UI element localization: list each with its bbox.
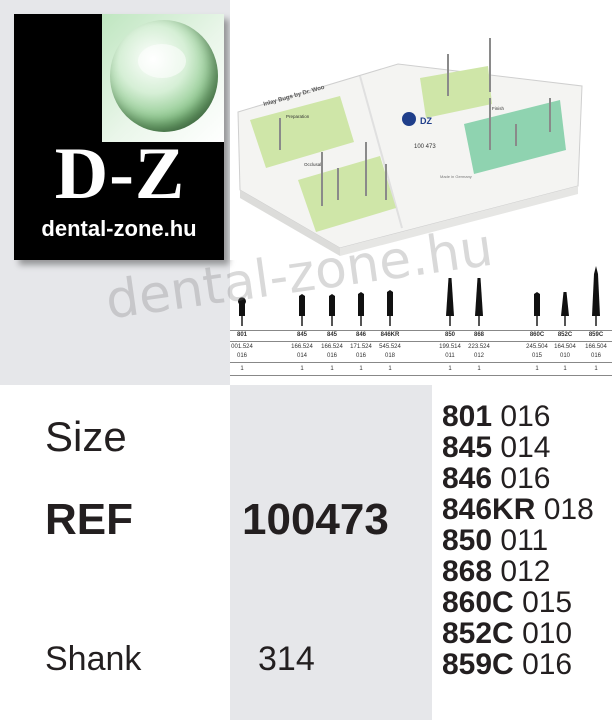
spec-cell-qty: 1 [594,366,598,372]
spec-cell-code: 868 [473,332,484,338]
size-list: 801 016 845 014 846 016 846KR 018 850 01… [442,401,594,680]
spec-cell-ref: 164.504 [554,344,576,350]
spec-cell-code: 845 [296,332,307,338]
spec-cell-code: 859C [588,332,604,338]
spec-cell-ref: 545.524 [379,344,401,350]
size-column: 801 016 845 014 846 016 846KR 018 850 01… [432,385,612,720]
table-rule [230,341,612,342]
label-column: Size REF Shank [0,385,230,720]
box-made-in: Made in Germany [440,174,472,179]
row-qty: 1 1 1 1 1 1 1 1 1 1 [230,365,612,375]
bur-silhouette-845 [299,294,305,326]
bur-silhouette-845 [329,294,335,326]
spec-cell-qty: 1 [477,366,481,372]
zone-label-finish: Finish [492,106,505,111]
size-item: 859C 016 [442,648,573,681]
shank-label: Shank [45,640,142,678]
bur-silhouette-868 [475,278,483,326]
spec-cell-ref: 199.514 [439,344,461,350]
box-brand: DZ [420,116,432,126]
size-item: 845 014 [442,431,551,464]
size-item: 801 016 [442,400,551,433]
bur-kit-illustration: Inlay Bugs by Dr. Woo DZ 100 473 Made in… [237,38,583,256]
logo-letters: D-Z [54,133,186,215]
spec-cell-ref: 223.524 [468,344,490,350]
size-item: 846 016 [442,462,551,495]
box-ref: 100 473 [414,144,436,150]
size-item: 846KR 018 [442,493,594,526]
spec-cell-qty: 1 [535,366,539,372]
bur-silhouette-846kr [387,290,393,326]
size-item: 852C 010 [442,617,573,650]
row-codes: 801 845 845 846 846KR 850 868 860C 852C 859C [230,331,612,341]
bur-silhouettes [238,266,600,326]
zone-label-preparation: Preparation [286,114,310,119]
spec-cell-ref: 001.524 [231,344,253,350]
spec-cell-qty: 1 [448,366,452,372]
spec-cell-code: 846 [355,332,366,338]
bur-silhouette-852c [561,292,569,326]
spec-cell-size: 010 [559,353,570,359]
bur-silhouette-846 [358,292,364,326]
spec-cell-code: 845 [326,332,337,338]
spec-cell-size: 018 [384,353,395,359]
size-item: 860C 015 [442,586,573,619]
size-item: 850 011 [442,524,549,557]
spec-cell-size: 015 [531,353,542,359]
spec-cell-qty: 1 [240,366,244,372]
value-column: 100473 314 [230,385,432,720]
brand-mark-icon [402,112,416,126]
logo-domain: dental-zone.hu [41,216,197,241]
spec-cell-code: 846KR [380,332,400,338]
bur-silhouette-850 [446,278,454,326]
bur-silhouette-801 [238,297,246,326]
shank-value: 314 [258,640,315,678]
spec-cell-size: 016 [236,353,247,359]
ref-label: REF [45,495,133,544]
bur-silhouette-860c [534,292,540,326]
table-rule [230,375,612,376]
spec-cell-qty: 1 [388,366,392,372]
table-rule [230,362,612,363]
dz-logo: D-Z dental-zone.hu [14,14,224,260]
spec-cell-code: 850 [444,332,455,338]
bur-strip: 801 845 845 846 846KR 850 868 860C 852C 859C 001.… [230,258,612,382]
spec-cell-ref: 166.524 [321,344,343,350]
spec-cell-size: 016 [326,353,337,359]
spec-cell-ref: 166.524 [291,344,313,350]
spec-cell-size: 014 [296,353,307,359]
logo-sphere-icon [110,20,218,132]
spec-cell-qty: 1 [563,366,567,372]
product-info: Size REF Shank 100473 314 801 016 845 01… [0,385,612,720]
row-sizes: 016 014 016 016 018 011 012 015 010 016 [230,352,612,362]
ref-value: 100473 [242,495,389,544]
spec-cell-ref: 166.504 [585,344,607,350]
bur-silhouette-859c [592,266,600,326]
zone-preparation [250,96,354,168]
spec-cell-qty: 1 [300,366,304,372]
spec-cell-size: 012 [473,353,484,359]
spec-cell-code: 852C [557,332,573,338]
size-label: Size [45,413,127,460]
zone-top-right [420,66,492,118]
size-item: 868 012 [442,555,551,588]
spec-cell-code: 860C [529,332,545,338]
zone-label-occlusal: Occlusal [304,162,321,167]
table-rule [230,330,612,331]
spec-cell-size: 011 [445,353,455,359]
product-photo: Inlay Bugs by Dr. Woo DZ 100 473 Made in… [230,0,612,260]
logo-panel: D-Z dental-zone.hu [0,0,230,385]
spec-cell-qty: 1 [330,366,334,372]
row-refs: 001.524 166.524 166.524 171.524 545.524 199.5… [230,343,612,353]
spec-cell-qty: 1 [359,366,363,372]
spec-cell-ref: 245.504 [526,344,548,350]
spec-cell-size: 016 [355,353,366,359]
spec-cell-code: 801 [236,332,247,338]
logo-sphere-background [102,14,224,142]
spec-cell-ref: 171.524 [350,344,372,350]
spec-cell-size: 016 [590,353,601,359]
